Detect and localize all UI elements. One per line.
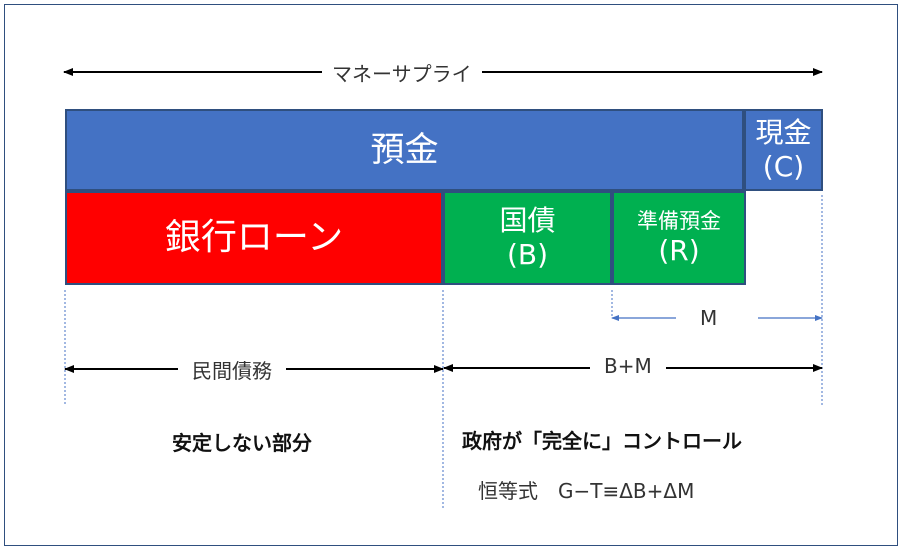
identity-caption: 恒等式 G−T≡ΔB+ΔM (478, 475, 695, 504)
deposits-block: 預金 (65, 109, 744, 191)
cash-label-line1: 現金 (755, 116, 812, 150)
bank-loans-block: 銀行ローン (65, 191, 443, 285)
cash-label-line2: (C) (762, 150, 805, 183)
gov-bonds-label-line2: (B) (506, 238, 549, 271)
reserves-label-line2: (R) (658, 233, 700, 267)
gov-bonds-label-line1: 国債 (499, 204, 556, 238)
unstable-caption: 安定しない部分 (172, 427, 312, 456)
b-plus-m-label: B+M (590, 354, 666, 378)
controlled-caption: 政府が「完全に」コントロール (462, 425, 742, 454)
bank-loans-label: 銀行ローン (164, 217, 344, 259)
deposits-label: 預金 (370, 129, 439, 170)
diagram-frame (4, 4, 898, 546)
reserves-label-line1: 準備預金 (637, 208, 721, 233)
m-label: M (700, 306, 718, 330)
reserves-block: 準備預金 (R) (612, 191, 746, 285)
money-supply-label: マネーサプライ (322, 58, 482, 87)
private-debt-label: 民間債務 (178, 355, 286, 384)
cash-block: 現金 (C) (744, 109, 823, 191)
gov-bonds-block: 国債 (B) (443, 191, 612, 285)
